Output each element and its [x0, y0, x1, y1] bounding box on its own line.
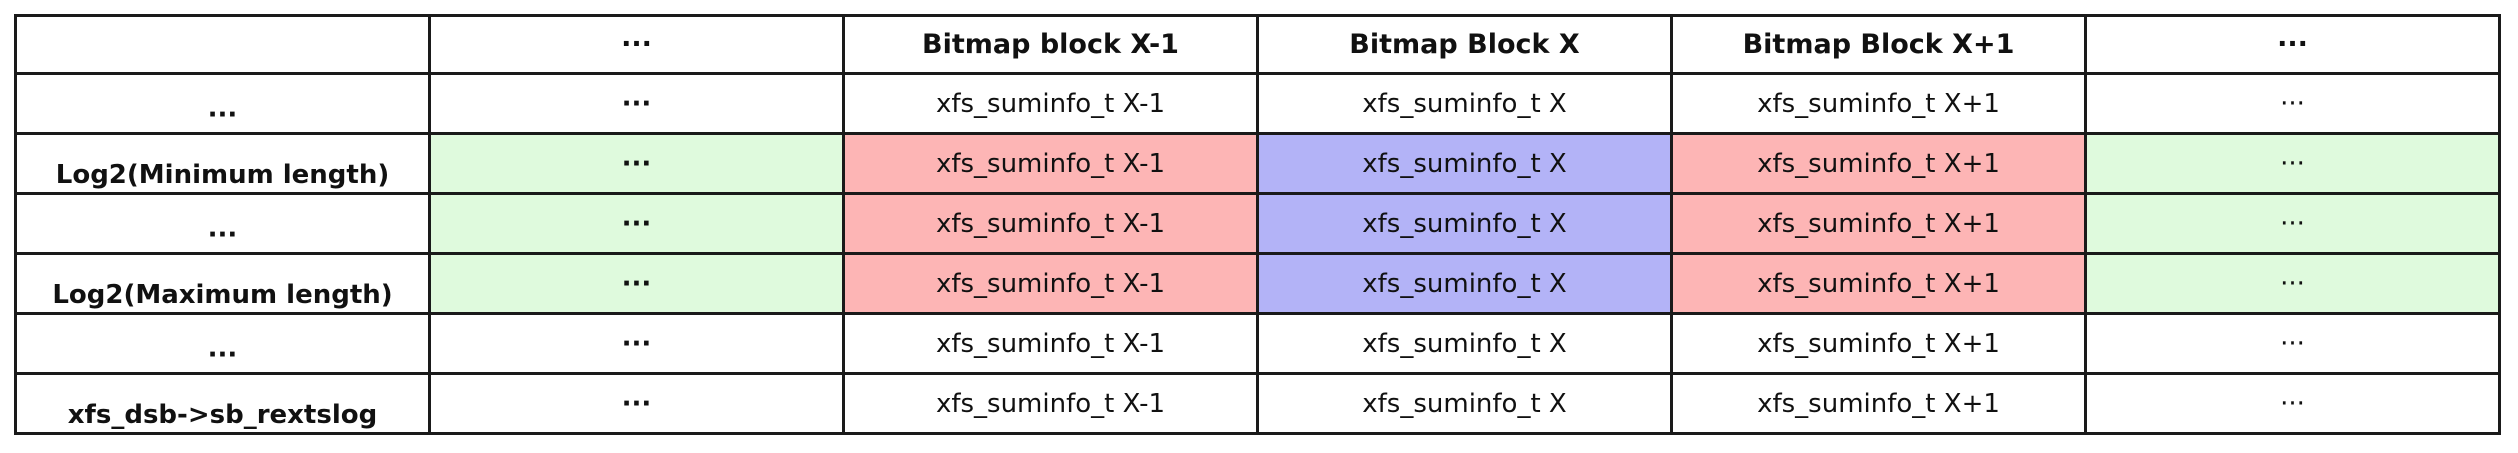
- cell-col-block-x-plus-1: xfs_suminfo_t X+1: [1670, 132, 2087, 195]
- cell-col-block-x-minus-1: xfs_suminfo_t X-1: [842, 252, 1259, 315]
- cell-col-trailing-ellipsis: ···: [2084, 312, 2501, 375]
- cell-col-leading-ellipsis: ···: [428, 192, 845, 255]
- cell-col-block-x-minus-1: xfs_suminfo_t X-1: [842, 312, 1259, 375]
- row-label: xfs_dsb->sb_rextslog: [14, 372, 431, 435]
- table-row: xfs_dsb->sb_rextslog···xfs_suminfo_t X-1…: [14, 372, 2501, 435]
- table-row: Log2(Maximum length)···xfs_suminfo_t X-1…: [14, 252, 2501, 315]
- corner-cell: [14, 14, 431, 75]
- column-header-bitmap-block-x: Bitmap Block X: [1256, 14, 1673, 75]
- row-label: ···: [14, 312, 431, 375]
- cell-col-block-x: xfs_suminfo_t X: [1256, 192, 1673, 255]
- cell-col-leading-ellipsis: ···: [428, 132, 845, 195]
- row-label: Log2(Maximum length): [14, 252, 431, 315]
- cell-col-block-x-minus-1: xfs_suminfo_t X-1: [842, 372, 1259, 435]
- rt-summary-table: ··· Bitmap block X-1 Bitmap Block X Bitm…: [14, 14, 2501, 435]
- cell-col-leading-ellipsis: ···: [428, 372, 845, 435]
- cell-col-block-x-plus-1: xfs_suminfo_t X+1: [1670, 192, 2087, 255]
- cell-col-trailing-ellipsis: ···: [2084, 132, 2501, 195]
- cell-col-block-x: xfs_suminfo_t X: [1256, 132, 1673, 195]
- row-label: ···: [14, 72, 431, 135]
- cell-col-trailing-ellipsis: ···: [2084, 252, 2501, 315]
- cell-col-block-x: xfs_suminfo_t X: [1256, 372, 1673, 435]
- cell-col-leading-ellipsis: ···: [428, 72, 845, 135]
- cell-col-leading-ellipsis: ···: [428, 252, 845, 315]
- column-header-bitmap-block-x-minus-1: Bitmap block X-1: [842, 14, 1259, 75]
- cell-col-trailing-ellipsis: ···: [2084, 192, 2501, 255]
- table-row: Log2(Minimum length)···xfs_suminfo_t X-1…: [14, 132, 2501, 195]
- cell-col-block-x-plus-1: xfs_suminfo_t X+1: [1670, 72, 2087, 135]
- row-label: ···: [14, 192, 431, 255]
- column-header-leading-ellipsis: ···: [428, 14, 845, 75]
- cell-col-block-x: xfs_suminfo_t X: [1256, 312, 1673, 375]
- cell-col-block-x-plus-1: xfs_suminfo_t X+1: [1670, 312, 2087, 375]
- row-label: Log2(Minimum length): [14, 132, 431, 195]
- cell-col-block-x-plus-1: xfs_suminfo_t X+1: [1670, 252, 2087, 315]
- cell-col-block-x: xfs_suminfo_t X: [1256, 72, 1673, 135]
- column-header-trailing-ellipsis: ···: [2084, 14, 2501, 75]
- cell-col-leading-ellipsis: ···: [428, 312, 845, 375]
- header-row: ··· Bitmap block X-1 Bitmap Block X Bitm…: [14, 14, 2501, 75]
- table-body: ··· Bitmap block X-1 Bitmap Block X Bitm…: [14, 14, 2501, 435]
- cell-col-block-x: xfs_suminfo_t X: [1256, 252, 1673, 315]
- cell-col-trailing-ellipsis: ···: [2084, 72, 2501, 135]
- cell-col-block-x-minus-1: xfs_suminfo_t X-1: [842, 132, 1259, 195]
- column-header-bitmap-block-x-plus-1: Bitmap Block X+1: [1670, 14, 2087, 75]
- cell-col-block-x-minus-1: xfs_suminfo_t X-1: [842, 72, 1259, 135]
- cell-col-block-x-plus-1: xfs_suminfo_t X+1: [1670, 372, 2087, 435]
- cell-col-block-x-minus-1: xfs_suminfo_t X-1: [842, 192, 1259, 255]
- cell-col-trailing-ellipsis: ···: [2084, 372, 2501, 435]
